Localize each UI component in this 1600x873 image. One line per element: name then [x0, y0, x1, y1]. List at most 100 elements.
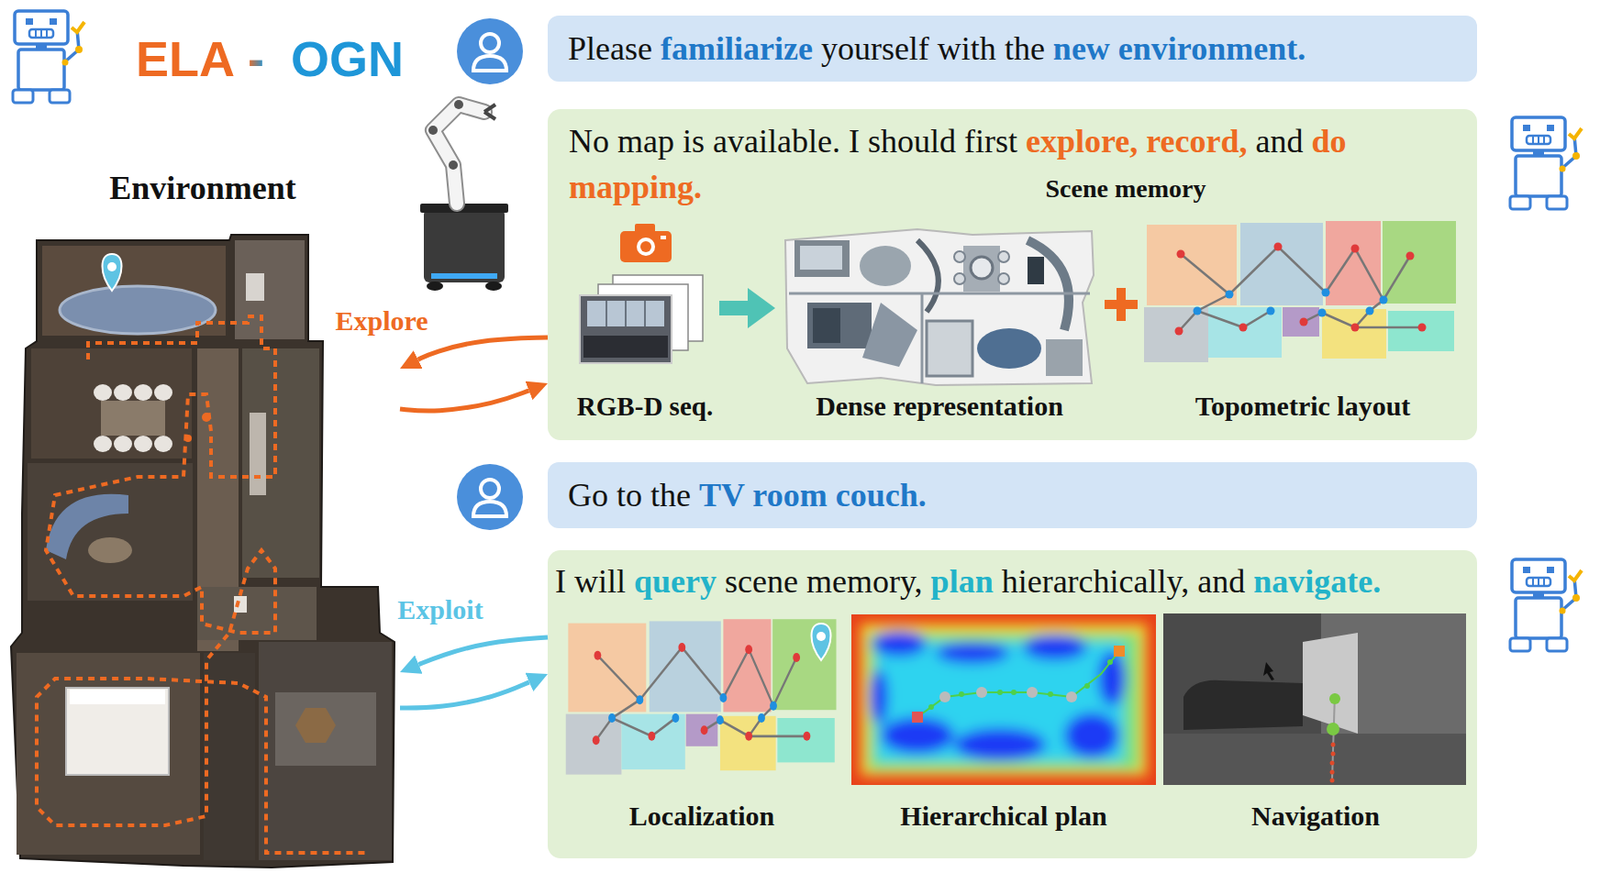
- user-icon: [456, 464, 523, 531]
- environment-map: [59, 286, 216, 334]
- dense-point-cloud: [812, 308, 841, 344]
- word: No: [568, 122, 618, 160]
- environment-map: [133, 384, 153, 401]
- logo-text: OGN: [290, 30, 404, 88]
- dense-point-cloud: [785, 229, 1094, 386]
- logo-robot-icon: [12, 11, 85, 103]
- highlighted-word: couch.: [835, 477, 927, 514]
- hierarchical-plan-heatmap: [935, 642, 1010, 665]
- environment-map: [113, 435, 133, 453]
- rgbd-frames: [579, 275, 703, 364]
- hierarchical-plan-heatmap: [860, 623, 1147, 777]
- word: yourself: [821, 30, 938, 67]
- dense-point-cloud: [954, 251, 1010, 285]
- hierarchical-plan-heatmap: [869, 669, 889, 725]
- rgbd-frames: [624, 300, 627, 327]
- mobile-manipulator: [420, 203, 509, 213]
- highlighted-word: do: [1311, 122, 1347, 160]
- environment-map: [245, 273, 265, 301]
- word: the: [1004, 30, 1054, 67]
- panel-caption: Localization: [629, 800, 775, 834]
- navigation-depth-view: [1331, 752, 1336, 757]
- user-icon: [473, 55, 507, 71]
- mobile-manipulator: [454, 100, 464, 110]
- highlighted-word: navigate.: [1253, 563, 1381, 600]
- word: I: [848, 122, 868, 160]
- word: and: [1197, 563, 1254, 600]
- panel-caption: RGB-D seq.: [577, 390, 713, 423]
- navigation-depth-view: [1163, 613, 1467, 786]
- loop-arrow: [418, 637, 548, 666]
- plus-sign: [1104, 288, 1138, 322]
- navigation-depth-view: [1330, 770, 1335, 776]
- word: to: [616, 477, 651, 514]
- rgbd-frames: [612, 275, 703, 342]
- message-text: I will query scene memory, plan hierarch…: [555, 558, 1381, 605]
- logo-text: ELA: [135, 30, 235, 88]
- rgbd-panel: RGB-D seq.: [570, 216, 720, 428]
- highlighted-word: new: [1053, 30, 1119, 67]
- hierarchical-plan-heatmap: [851, 614, 1156, 786]
- hierarchical-plan-heatmap: [851, 614, 1156, 786]
- loop-arrow: [400, 682, 530, 709]
- dense-point-cloud: [785, 229, 1094, 386]
- word: the: [650, 477, 700, 514]
- camera-icon: [636, 237, 656, 256]
- localization-map: [811, 623, 832, 661]
- environment-map: [102, 254, 123, 291]
- hierarchical-plan-heatmap: [911, 711, 923, 723]
- environment-panel: Environment: [5, 166, 400, 870]
- mobile-manipulator: [485, 281, 502, 291]
- environment-map: [249, 412, 267, 496]
- environment-map: [42, 245, 226, 336]
- environment-map: [31, 348, 192, 459]
- connectors: [400, 308, 748, 709]
- word: I: [555, 563, 575, 600]
- robot-reply-box: I will query scene memory, plan hierarch…: [547, 550, 1478, 859]
- dense-point-cloud: [963, 245, 1000, 292]
- topometric-layout: [1144, 221, 1456, 363]
- message-text: Go to the TV room couch.: [567, 476, 927, 515]
- hierarchical-plan-heatmap: [976, 687, 988, 699]
- mobile-manipulator: [426, 281, 444, 291]
- plus-sign: [1116, 288, 1126, 322]
- hierarchical-plan-heatmap: [1113, 645, 1125, 657]
- environment-map: [45, 494, 129, 560]
- highlighted-word: familiarize: [660, 30, 822, 67]
- hierarchical-plan-heatmap: [1084, 683, 1090, 689]
- topometric-panel: Topometric layout: [1137, 216, 1468, 428]
- hierarchical-plan-heatmap: [1107, 659, 1113, 666]
- user-icon: [456, 18, 523, 85]
- panel-caption: Topometric layout: [1195, 389, 1412, 423]
- camera-icon: [620, 231, 672, 263]
- environment-map: [258, 642, 392, 861]
- environment-map: [203, 653, 256, 861]
- hierarchical-plan-heatmap: [871, 631, 927, 657]
- robot-icon: [1510, 559, 1582, 652]
- environment-map: [154, 384, 173, 401]
- hierarchical-plan-heatmap: [1026, 687, 1038, 699]
- dense-point-cloud: [1027, 256, 1045, 285]
- hierarchical-plan-heatmap: [1098, 651, 1126, 707]
- loop-arrow: [400, 390, 529, 412]
- hierarchical-plan-heatmap: [860, 623, 1147, 777]
- localization-panel: Localization: [559, 610, 845, 847]
- dense-point-cloud: [998, 251, 1010, 263]
- dense-point-cloud: [1027, 240, 1069, 331]
- hierarchical-plan-heatmap: [851, 614, 1156, 786]
- hierarchical-plan-heatmap: [928, 704, 934, 711]
- dense-point-cloud: [917, 240, 939, 312]
- dense-point-cloud: [862, 302, 918, 367]
- hierarchical-plan-heatmap: [880, 717, 955, 755]
- panel-caption: Hierarchical plan: [900, 800, 1107, 834]
- dense-point-cloud: [970, 256, 993, 279]
- word: available.: [712, 122, 849, 160]
- localization-map: [566, 619, 837, 775]
- highlighted-word: environment.: [1118, 30, 1306, 67]
- panel-caption: Navigation: [1251, 800, 1380, 834]
- camera-icon: [640, 241, 652, 253]
- mobile-manipulator: [433, 104, 485, 204]
- highlighted-word: mapping.: [568, 168, 702, 206]
- user-icon: [456, 18, 523, 85]
- hierarchical-plan-heatmap: [939, 687, 1078, 703]
